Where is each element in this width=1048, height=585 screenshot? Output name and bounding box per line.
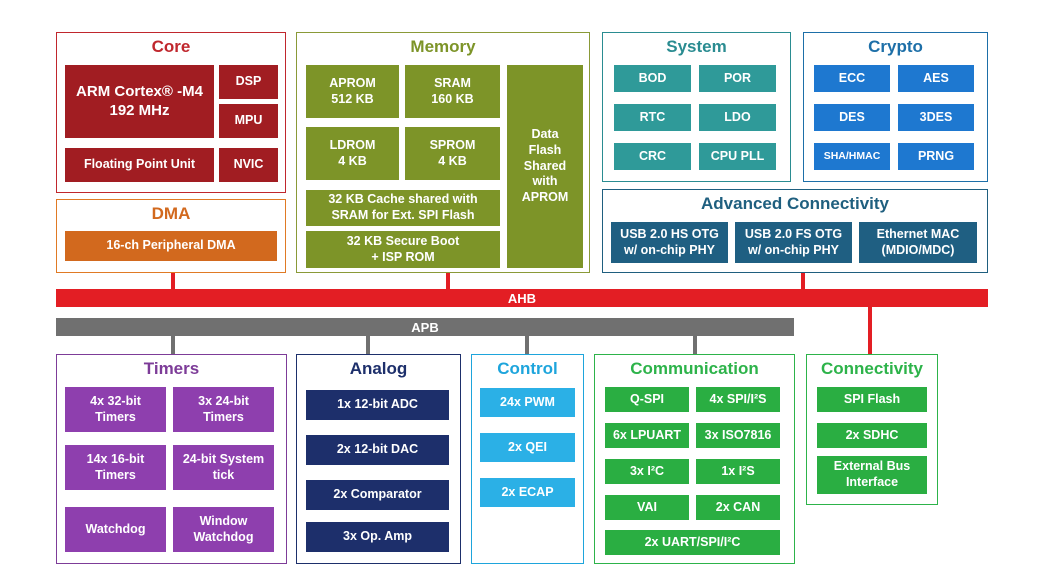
window-watchdog-block: Window Watchdog [173, 507, 274, 552]
3des-block: 3DES [898, 104, 974, 131]
opamp-block: 3x Op. Amp [306, 522, 449, 552]
dsp-block: DSP [219, 65, 278, 99]
spi-i2s-block: 4x SPI/I²S [696, 387, 780, 412]
memory-ahb-connector [446, 273, 450, 289]
communication-group: Communication Q-SPI 4x SPI/I²S 6x LPUART… [594, 354, 795, 564]
communication-title: Communication [630, 359, 759, 378]
ldo-block: LDO [699, 104, 776, 131]
usb-hs-otg-block: USB 2.0 HS OTG w/ on-chip PHY [611, 222, 728, 263]
systick-block: 24-bit System tick [173, 445, 274, 490]
rtc-block: RTC [614, 104, 691, 131]
ethernet-mac-block: Ethernet MAC (MDIO/MDC) [859, 222, 977, 263]
aprom-block: APROM 512 KB [306, 65, 399, 118]
timers-group: Timers 4x 32-bit Timers 3x 24-bit Timers… [56, 354, 287, 564]
timer-24bit-block: 3x 24-bit Timers [173, 387, 274, 432]
data-flash-block: Data Flash Shared with APROM [507, 65, 583, 268]
crypto-title: Crypto [868, 37, 923, 56]
timers-apb-connector [171, 336, 175, 354]
ahb-label: AHB [507, 290, 537, 306]
apb-bus: APB [56, 318, 794, 336]
watchdog-block: Watchdog [65, 507, 166, 552]
secure-boot-block: 32 KB Secure Boot + ISP ROM [306, 231, 500, 268]
adv-ahb-connector [801, 273, 805, 289]
analog-apb-connector [366, 336, 370, 354]
spi-flash-block: SPI Flash [817, 387, 927, 412]
can-block: 2x CAN [696, 495, 780, 520]
system-group: System BOD POR RTC LDO CRC CPU PLL [602, 32, 791, 182]
nvic-block: NVIC [219, 148, 278, 182]
ecc-block: ECC [814, 65, 890, 92]
des-block: DES [814, 104, 890, 131]
dma-title: DMA [151, 204, 191, 223]
bod-block: BOD [614, 65, 691, 92]
cpu-block: ARM Cortex® -M4 192 MHz [65, 65, 214, 138]
sha-hmac-block: SHA/HMAC [814, 143, 890, 170]
connectivity-group: Connectivity SPI Flash 2x SDHC External … [806, 354, 938, 505]
memory-title: Memory [410, 37, 476, 56]
crc-block: CRC [614, 143, 691, 170]
adc-block: 1x 12-bit ADC [306, 390, 449, 420]
ldrom-block: LDROM 4 KB [306, 127, 399, 180]
timers-title: Timers [143, 359, 200, 378]
control-apb-connector [525, 336, 529, 354]
control-title: Control [497, 359, 558, 378]
aes-block: AES [898, 65, 974, 92]
por-block: POR [699, 65, 776, 92]
i2c-block: 3x I²C [605, 459, 689, 484]
apb-label: APB [411, 319, 439, 335]
qspi-block: Q-SPI [605, 387, 689, 412]
control-group: Control 24x PWM 2x QEI 2x ECAP [471, 354, 584, 564]
pwm-block: 24x PWM [480, 388, 575, 417]
cpu-pll-block: CPU PLL [699, 143, 776, 170]
memory-group: Memory APROM 512 KB SRAM 160 KB Data Fla… [296, 32, 590, 273]
sdhc-block: 2x SDHC [817, 423, 927, 448]
i2s-block: 1x I²S [696, 459, 780, 484]
fpu-block: Floating Point Unit [65, 148, 214, 182]
timer-16bit-block: 14x 16-bit Timers [65, 445, 166, 490]
core-ahb-connector [171, 273, 175, 289]
system-title: System [666, 37, 727, 56]
comm-apb-connector [693, 336, 697, 354]
external-bus-block: External Bus Interface [817, 456, 927, 494]
iso7816-block: 3x ISO7816 [696, 423, 780, 448]
usb-fs-otg-block: USB 2.0 FS OTG w/ on-chip PHY [735, 222, 852, 263]
advanced-connectivity-group: Advanced Connectivity USB 2.0 HS OTG w/ … [602, 189, 988, 273]
qei-block: 2x QEI [480, 433, 575, 462]
timer-32bit-block: 4x 32-bit Timers [65, 387, 166, 432]
ecap-block: 2x ECAP [480, 478, 575, 507]
crypto-group: Crypto ECC AES DES 3DES SHA/HMAC PRNG [803, 32, 988, 182]
uart-spi-i2c-block: 2x UART/SPI/I²C [605, 530, 780, 555]
connectivity-title: Connectivity [820, 359, 924, 378]
advanced-connectivity-title: Advanced Connectivity [701, 194, 889, 213]
analog-title: Analog [349, 359, 408, 378]
mpu-block: MPU [219, 104, 278, 138]
analog-group: Analog 1x 12-bit ADC 2x 12-bit DAC 2x Co… [296, 354, 461, 564]
dma-block: 16-ch Peripheral DMA [65, 231, 277, 261]
prng-block: PRNG [898, 143, 974, 170]
core-title: Core [151, 37, 191, 56]
sram-block: SRAM 160 KB [405, 65, 500, 118]
ahb-bus: AHB [56, 289, 988, 307]
cache-block: 32 KB Cache shared with SRAM for Ext. SP… [306, 190, 500, 226]
dma-group: DMA 16-ch Peripheral DMA [56, 199, 286, 273]
sprom-block: SPROM 4 KB [405, 127, 500, 180]
comparator-block: 2x Comparator [306, 480, 449, 510]
dac-block: 2x 12-bit DAC [306, 435, 449, 465]
vai-block: VAI [605, 495, 689, 520]
core-group: Core ARM Cortex® -M4 192 MHz DSP MPU Flo… [56, 32, 286, 193]
connectivity-ahb-connector [868, 307, 872, 354]
lpuart-block: 6x LPUART [605, 423, 689, 448]
